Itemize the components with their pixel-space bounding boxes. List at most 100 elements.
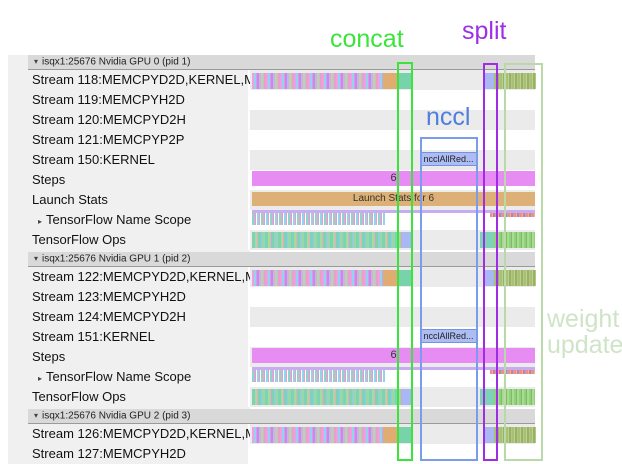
table-row: Steps 6 xyxy=(0,170,622,190)
name-scope-events-right[interactable] xyxy=(490,213,535,217)
trace-sections: ▾isqx1:25676 Nvidia GPU 0 (pid 1) Stream… xyxy=(0,55,622,464)
table-row: Stream 120:MEMCPYD2H xyxy=(0,110,622,130)
nccl-annotation-box xyxy=(420,137,478,461)
gpu0-header-bar[interactable]: ▾isqx1:25676 Nvidia GPU 0 (pid 1) xyxy=(28,55,535,70)
row-label: Launch Stats xyxy=(0,190,250,210)
expand-triangle-icon: ▸ xyxy=(38,373,43,383)
split-event[interactable] xyxy=(483,270,494,286)
timeline-track xyxy=(250,367,622,387)
split-annotation-label: split xyxy=(462,17,507,45)
weight-update-annotation-label: weight update xyxy=(547,306,622,358)
timeline-track xyxy=(250,110,622,130)
memcpy-event[interactable] xyxy=(383,427,398,443)
timeline-track xyxy=(250,424,622,444)
concat-event[interactable] xyxy=(398,427,413,443)
table-row: Stream 151:KERNEL ncclAllRed... xyxy=(0,327,622,347)
weight-update-line1: weight xyxy=(547,305,620,333)
table-row: Stream 150:KERNEL ncclAllRed... xyxy=(0,150,622,170)
row-label: Stream 150:KERNEL xyxy=(0,150,250,170)
table-row: Stream 123:MEMCPYH2D xyxy=(0,287,622,307)
table-row: Stream 126:MEMCPYD2D,KERNEL,MI xyxy=(0,424,622,444)
row-label: Stream 121:MEMCPYP2P xyxy=(0,130,250,150)
timeline-track: ncclAllRed... xyxy=(250,327,622,347)
name-scope-band[interactable] xyxy=(252,367,535,370)
table-row: TensorFlow Ops xyxy=(0,230,622,250)
timeline-track xyxy=(250,267,622,287)
tf-ops-band[interactable] xyxy=(252,389,404,405)
gpu0-section-header[interactable]: ▾isqx1:25676 Nvidia GPU 0 (pid 1) xyxy=(0,55,622,70)
timeline-track xyxy=(250,130,622,150)
row-background xyxy=(250,287,535,307)
gpu0-header-label: isqx1:25676 Nvidia GPU 0 (pid 1) xyxy=(42,56,191,68)
name-scope-band[interactable] xyxy=(252,210,535,213)
row-label: Steps xyxy=(0,347,250,367)
timeline-track xyxy=(250,287,622,307)
tf-ops-event-blue[interactable] xyxy=(402,389,413,405)
split-event[interactable] xyxy=(483,73,494,89)
row-label: Stream 120:MEMCPYD2H xyxy=(0,110,250,130)
weight-update-annotation-box xyxy=(504,63,543,461)
collapse-triangle-icon: ▾ xyxy=(34,411,39,420)
row-label: Stream 118:MEMCPYD2D,KERNEL,ME xyxy=(0,70,250,90)
step-bar[interactable]: 6 xyxy=(252,348,535,363)
row-background xyxy=(250,110,535,130)
row-label: Stream 122:MEMCPYD2D,KERNEL,MI xyxy=(0,267,250,287)
row-background xyxy=(250,90,535,110)
timeline-track xyxy=(250,70,622,90)
row-label-tensorflow-name-scope[interactable]: ▸TensorFlow Name Scope xyxy=(0,367,250,387)
memcpy-event[interactable] xyxy=(383,270,398,286)
timeline-track: 6 xyxy=(250,347,622,367)
stream-activity-band[interactable] xyxy=(252,427,383,443)
name-scope-events-right[interactable] xyxy=(490,370,535,374)
gpu2-header-label: isqx1:25676 Nvidia GPU 2 (pid 3) xyxy=(42,410,191,422)
row-label: TensorFlow Ops xyxy=(0,387,250,407)
concat-event[interactable] xyxy=(398,73,413,89)
table-row: Steps 6 xyxy=(0,347,622,367)
table-row: Stream 119:MEMCPYH2D xyxy=(0,90,622,110)
table-row: ▸TensorFlow Name Scope xyxy=(0,367,622,387)
row-label: TensorFlow Ops xyxy=(0,230,250,250)
launch-stats-bar[interactable]: Launch Stats for 6 xyxy=(252,192,535,206)
concat-annotation-box xyxy=(397,62,413,461)
weight-update-line2: update xyxy=(547,331,622,359)
stream-activity-band[interactable] xyxy=(252,73,383,89)
gpu2-section-header[interactable]: ▾isqx1:25676 Nvidia GPU 2 (pid 3) xyxy=(0,409,622,424)
row-label: Stream 119:MEMCPYH2D xyxy=(0,90,250,110)
table-row: Stream 121:MEMCPYP2P xyxy=(0,130,622,150)
memcpy-event[interactable] xyxy=(383,73,398,89)
gpu1-section-header[interactable]: ▾isqx1:25676 Nvidia GPU 1 (pid 2) xyxy=(0,252,622,267)
concat-annotation-label: concat xyxy=(330,25,404,53)
timeline-track xyxy=(250,90,622,110)
gpu2-header-bar[interactable]: ▾isqx1:25676 Nvidia GPU 2 (pid 3) xyxy=(28,409,535,424)
timeline-track xyxy=(250,307,622,327)
gpu1-header-bar[interactable]: ▾isqx1:25676 Nvidia GPU 1 (pid 2) xyxy=(28,252,535,267)
row-label-text: TensorFlow Name Scope xyxy=(46,212,192,227)
step-bar[interactable]: 6 xyxy=(252,171,535,186)
name-scope-events[interactable] xyxy=(252,370,385,382)
table-row: Stream 122:MEMCPYD2D,KERNEL,MI xyxy=(0,267,622,287)
table-row: Launch Stats Launch Stats for 6 xyxy=(0,190,622,210)
tf-ops-event-blue[interactable] xyxy=(402,232,413,248)
table-row: ▸TensorFlow Name Scope xyxy=(0,210,622,230)
gpu1-header-label: isqx1:25676 Nvidia GPU 1 (pid 2) xyxy=(42,253,191,265)
nccl-annotation-label: nccl xyxy=(426,103,471,131)
timeline-track: Launch Stats for 6 xyxy=(250,190,622,210)
stream-activity-band[interactable] xyxy=(252,270,383,286)
collapse-triangle-icon: ▾ xyxy=(34,57,39,66)
tf-ops-band[interactable] xyxy=(252,232,404,248)
name-scope-events[interactable] xyxy=(252,213,385,225)
row-label: Stream 123:MEMCPYH2D xyxy=(0,287,250,307)
split-event[interactable] xyxy=(483,427,494,443)
row-label-tensorflow-name-scope[interactable]: ▸TensorFlow Name Scope xyxy=(0,210,250,230)
timeline-track xyxy=(250,210,622,230)
timeline-track: ncclAllRed... xyxy=(250,150,622,170)
split-annotation-box xyxy=(483,63,498,461)
table-row: TensorFlow Ops xyxy=(0,387,622,407)
timeline-track: 6 xyxy=(250,170,622,190)
row-background xyxy=(250,130,535,150)
row-label: Stream 127:MEMCPYH2D xyxy=(0,444,250,464)
concat-event[interactable] xyxy=(398,270,413,286)
collapse-triangle-icon: ▾ xyxy=(34,254,39,263)
row-label: Stream 126:MEMCPYD2D,KERNEL,MI xyxy=(0,424,250,444)
expand-triangle-icon: ▸ xyxy=(38,216,43,226)
